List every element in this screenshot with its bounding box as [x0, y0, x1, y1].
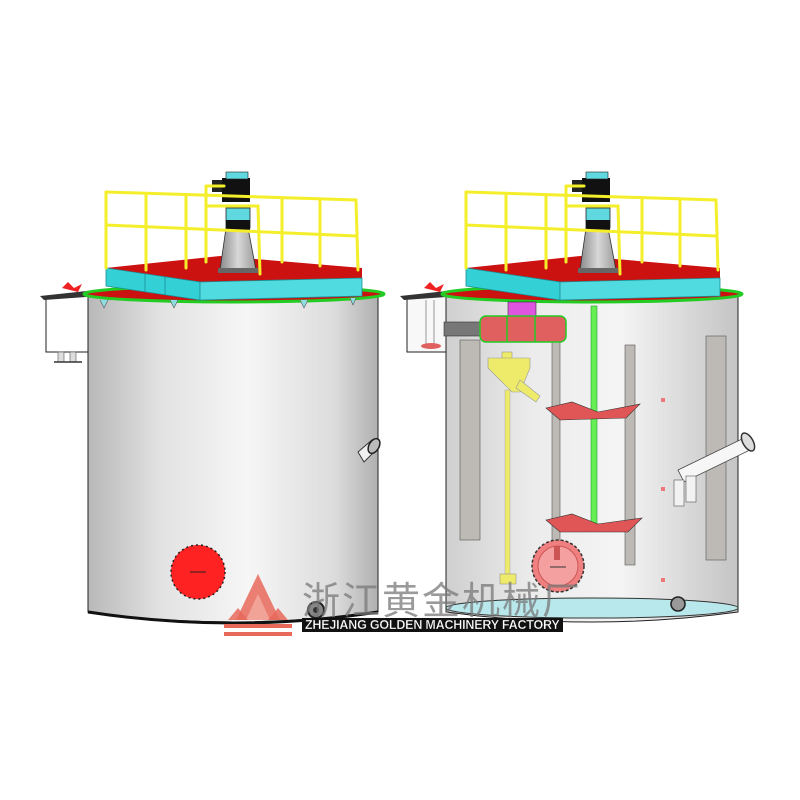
watermark-chinese-text: 浙江黄金机械厂 [302, 579, 583, 623]
feed-pipe-horizontal [443, 315, 567, 343]
baffles [459, 334, 727, 566]
side-inlet-nozzle [357, 437, 381, 463]
side-launder-box [400, 282, 460, 353]
manhole-cover [531, 539, 585, 593]
watermark-english-text: ZHEJIANG GOLDEN MACHINERY FACTORY [302, 618, 563, 632]
watermark: 浙江黄金机械厂 ZHEJIANG GOLDEN MACHINERY FACTOR… [218, 570, 598, 640]
motor [212, 171, 251, 230]
tank-exterior [40, 171, 386, 625]
side-outlet-pipe [673, 432, 756, 507]
lower-impeller [545, 513, 643, 533]
feed-box [507, 301, 537, 317]
yellow-railing [104, 184, 360, 276]
yellow-railing [464, 184, 720, 276]
motor [572, 171, 611, 230]
feed-funnel-vertical [487, 351, 541, 585]
reducer-stand [219, 227, 257, 271]
platform [105, 256, 363, 301]
manhole-cover [170, 544, 226, 600]
platform [465, 256, 721, 301]
upper-impeller [545, 401, 641, 421]
reducer-stand [579, 227, 617, 271]
company-logo-icon [224, 574, 292, 636]
side-launder-box [40, 282, 100, 363]
bottom-drain-flange [670, 596, 686, 612]
tank-cutaway [400, 171, 756, 623]
